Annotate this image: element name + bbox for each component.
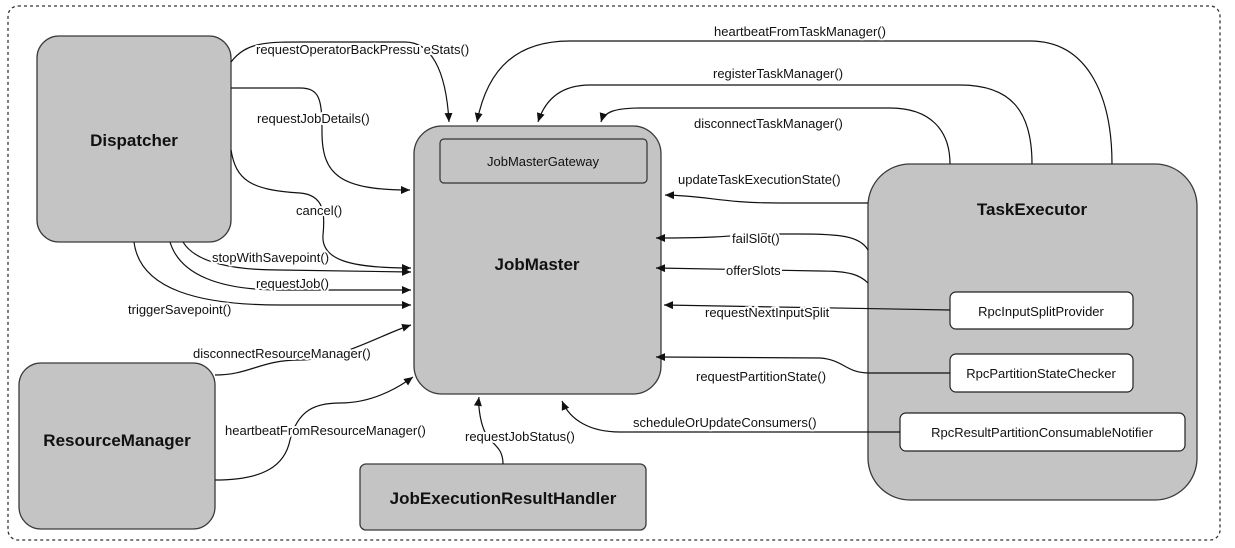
label-request-job-status: requestJobStatus()	[465, 429, 575, 444]
edge-heartbeat-from-task-manager	[474, 40, 1113, 165]
edge-schedule-or-update-consumers	[561, 400, 900, 433]
label-disconnect-resource-manager: disconnectResourceManager()	[193, 346, 371, 361]
rpc-input-split-provider-label: RpcInputSplitProvider	[978, 304, 1104, 319]
label-request-next-input-split: requestNextInputSplit	[705, 305, 830, 320]
edge-fail-slot	[655, 233, 869, 251]
edge-disconnect-task-manager	[599, 107, 951, 165]
edge-stop-with-savepoint	[182, 241, 412, 276]
edge-trigger-savepoint	[133, 241, 411, 309]
task-executor-label: TaskExecutor	[977, 200, 1088, 219]
label-disconnect-task-manager: disconnectTaskManager()	[694, 116, 843, 131]
edge-request-job-details	[231, 87, 411, 194]
label-request-job: requestJob()	[256, 276, 329, 291]
rpc-result-partition-consumable-notifier-label: RpcResultPartitionConsumableNotifier	[931, 425, 1153, 440]
dispatcher-label: Dispatcher	[90, 131, 178, 150]
resource-manager-node[interactable]	[18, 362, 216, 530]
job-master-gateway-label: JobMasterGateway	[487, 154, 599, 169]
job-master-gateway[interactable]	[439, 138, 648, 184]
label-trigger-savepoint: triggerSavepoint()	[128, 302, 231, 317]
edge-request-job-status	[473, 396, 504, 465]
label-update-task-execution-state: updateTaskExecutionState()	[678, 172, 841, 187]
label-offer-slots: offerSlots	[726, 263, 781, 278]
edge-offer-slots	[655, 264, 869, 284]
edge-disconnect-resource-manager	[214, 323, 412, 376]
edge-update-task-execution-state	[664, 191, 868, 204]
label-request-partition-state: requestPartitionState()	[696, 369, 826, 384]
resource-manager-label: ResourceManager	[43, 431, 191, 450]
edge-labels: requestOperatorBackPressu eStats() reque…	[126, 22, 888, 446]
rpc-partition-state-checker-label: RpcPartitionStateChecker	[966, 366, 1116, 381]
label-register-task-manager: registerTaskManager()	[713, 66, 843, 81]
job-execution-result-handler-label: JobExecutionResultHandler	[390, 489, 617, 508]
job-master-node[interactable]	[413, 125, 662, 395]
edge-request-job	[169, 241, 411, 294]
job-master-label: JobMaster	[494, 255, 579, 274]
edge-request-operator-back-pressure-stats	[230, 41, 453, 123]
edge-request-partition-state	[655, 353, 950, 374]
label-fail-slot: failSlot()	[732, 231, 780, 246]
edge-request-next-input-split	[663, 301, 951, 311]
label-heartbeat-from-resource-manager: heartbeatFromResourceManager()	[225, 423, 426, 438]
rpc-input-split-provider[interactable]	[949, 291, 1134, 330]
label-request-job-details: requestJobDetails()	[257, 111, 370, 126]
diagram-frame	[7, 5, 1221, 541]
edge-heartbeat-from-resource-manager	[214, 376, 414, 481]
edge-cancel	[230, 149, 412, 272]
label-stop-with-savepoint: stopWithSavepoint()	[212, 250, 329, 265]
label-heartbeat-from-task-manager: heartbeatFromTaskManager()	[714, 24, 886, 39]
edge-register-task-manager	[536, 84, 1033, 165]
label-request-operator-back-pressure-stats: requestOperatorBackPressu eStats()	[256, 42, 469, 57]
label-schedule-or-update-consumers: scheduleOrUpdateConsumers()	[633, 415, 817, 430]
label-cancel: cancel()	[296, 203, 342, 218]
